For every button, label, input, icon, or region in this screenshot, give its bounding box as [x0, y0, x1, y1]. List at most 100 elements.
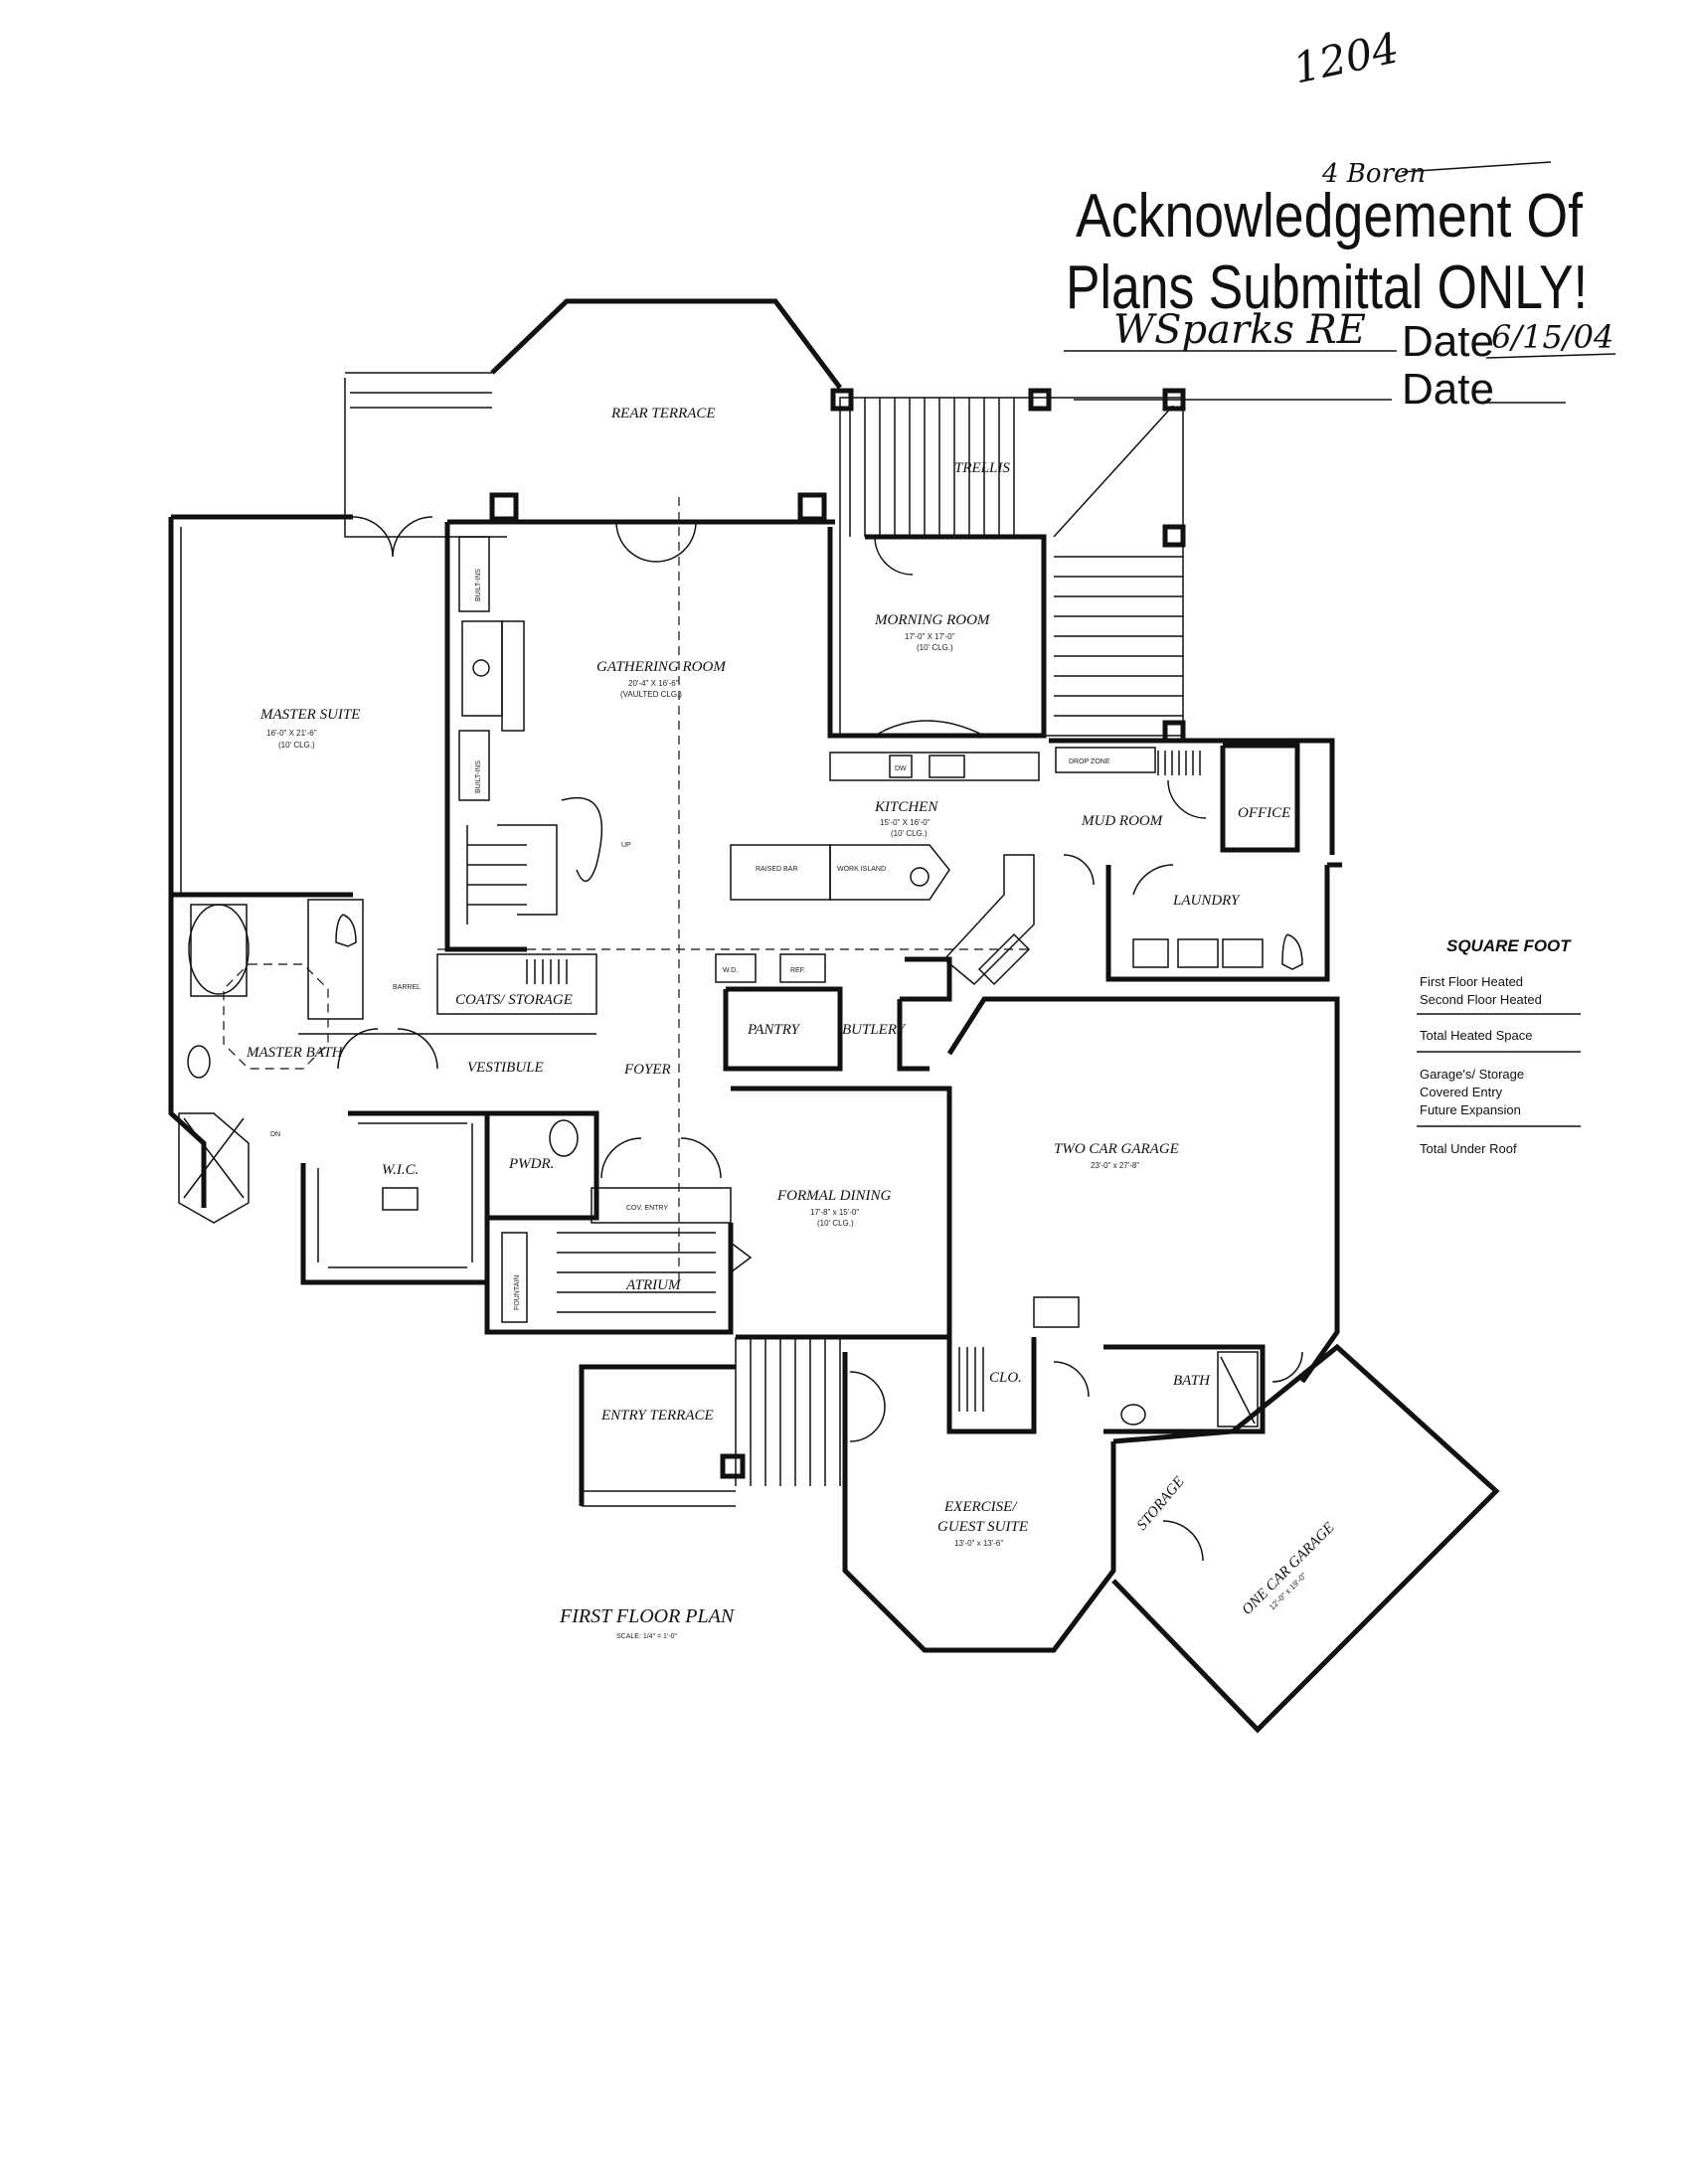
wic-shelving: [317, 1122, 473, 1268]
mud-room-walls: [1049, 738, 1335, 855]
one-car-garage-label: ONE CAR GARAGE: [1240, 1520, 1338, 1618]
sq-garage-storage: Garage's/ Storage: [1420, 1067, 1524, 1082]
foyer-label: FOYER: [623, 1062, 671, 1078]
bathtub: [188, 904, 250, 995]
atrium-steps: [557, 1232, 716, 1313]
plan-title: FIRST FLOOR PLAN: [559, 1605, 736, 1627]
stamp-date-label-2: Date: [1402, 365, 1494, 414]
stairs: [466, 796, 603, 924]
coats-storage-label: COATS/ STORAGE: [455, 992, 573, 1008]
formal-dining-dims: 17'-8" x 15'-0": [810, 1208, 859, 1217]
plan-scale: SCALE: 1/4" = 1'-0": [616, 1633, 677, 1640]
master-bath-label-1: MASTER BATH: [246, 1045, 344, 1061]
stamp-date-label-1: Date: [1402, 317, 1494, 366]
laundry-label: LAUNDRY: [1172, 893, 1241, 909]
wd-label: W.D.: [723, 967, 738, 974]
morning-room-dims: 17'-0" X 17'-0": [905, 632, 955, 641]
master-bath-dome: [223, 963, 329, 1070]
clo-walls: [946, 1337, 1037, 1434]
two-car-garage-walls: [946, 996, 1340, 1384]
wic-island: [382, 1187, 419, 1211]
master-suite-clg: (10' CLG.): [278, 741, 315, 750]
pantry-label: PANTRY: [747, 1022, 801, 1038]
stamp-signature: WSparks RE: [1113, 307, 1366, 353]
raised-bar-label: RAISED BAR: [756, 866, 797, 873]
dryer: [1222, 938, 1264, 968]
ref-label: REF.: [790, 967, 805, 974]
kitchen-counter: [829, 752, 1040, 781]
dn-label: DN: [270, 1131, 280, 1138]
gathering-room-label: GATHERING ROOM: [596, 659, 727, 675]
kitchen-dims: 15'-0" X 16'-0": [880, 818, 931, 827]
two-car-garage-dims: 23'-0" x 27'-8": [1091, 1161, 1139, 1170]
exercise-doors: [849, 1371, 886, 1442]
clo-rod: [958, 1347, 984, 1412]
kitchen-label: KITCHEN: [874, 799, 938, 815]
kitchen-sink: [929, 755, 965, 778]
washer: [1177, 938, 1219, 968]
stamp-line-2: Plans Submittal ONLY!: [1066, 253, 1588, 322]
pantry-walls: [723, 986, 843, 1072]
sq-footage-title: SQUARE FOOT: [1446, 936, 1572, 955]
office-walls: [1220, 743, 1300, 853]
bath-walls: [1103, 1344, 1266, 1434]
coats-rod: [526, 959, 568, 984]
entry-terrace-label: ENTRY TERRACE: [600, 1408, 714, 1424]
powder-label: PWDR.: [508, 1156, 554, 1172]
dw-label: DW: [895, 765, 907, 772]
formal-dining-label: FORMAL DINING: [776, 1188, 891, 1204]
coats-storage-box: [436, 953, 597, 1015]
toilet-laundry: [1281, 933, 1303, 970]
vestibule-label: VESTIBULE: [467, 1060, 544, 1076]
stair-up-label: UP: [621, 842, 631, 849]
builtins-2-label: BUILT-INS: [475, 760, 482, 793]
master-suite-label: MASTER SUITE: [259, 707, 360, 723]
sq-total-heated: Total Heated Space: [1420, 1028, 1532, 1043]
rear-terrace-bay: [490, 298, 843, 390]
gathering-room-doors: [615, 521, 697, 563]
barrel-label: BARREL: [393, 984, 421, 991]
handwritten-number: 1204: [1288, 23, 1403, 92]
master-toilet-closet: [307, 899, 364, 1020]
fountain-box: [501, 1232, 528, 1323]
work-island-label: WORK ISLAND: [837, 866, 886, 873]
two-car-garage-label: TWO CAR GARAGE: [1054, 1141, 1179, 1157]
mud-room-label: MUD ROOM: [1081, 813, 1164, 829]
date-line-1: [1485, 353, 1616, 359]
office-label: OFFICE: [1238, 805, 1290, 821]
gathering-room-clg: (VAULTED CLG.): [620, 690, 682, 699]
sq-future-expansion: Future Expansion: [1420, 1102, 1521, 1117]
sq-covered-entry: Covered Entry: [1420, 1085, 1503, 1099]
fireplace: [461, 620, 503, 717]
morning-room-walls: [827, 527, 1047, 739]
master-suite-wall-left: [168, 517, 353, 898]
cov-entry-label: COV. ENTRY: [626, 1205, 668, 1212]
exercise-dims: 13'-0" x 13'-6": [954, 1539, 1003, 1548]
one-car-garage-walls: [1111, 1343, 1500, 1734]
butlery-label: BUTLERY: [842, 1022, 907, 1038]
morning-room-clg: (10' CLG.): [917, 643, 953, 652]
sq-second-floor: Second Floor Heated: [1420, 992, 1542, 1007]
trellis-frame: [839, 397, 1184, 737]
cov-entry-box: [591, 1187, 732, 1224]
laundry-sink: [1132, 938, 1169, 968]
master-suite-doors: [352, 516, 433, 558]
master-suite-dims: 16'-0" X 21'-6": [266, 729, 317, 738]
formal-dining-clg: (10' CLG.): [817, 1219, 854, 1228]
atrium-walls: [484, 1218, 734, 1335]
stamp-line-1: Acknowledgement Of: [1076, 182, 1584, 251]
sq-total-under-roof: Total Under Roof: [1420, 1141, 1517, 1156]
handwritten-note: 4 Boren: [1321, 159, 1426, 189]
entry-steps: [735, 1337, 841, 1486]
bath-sink: [187, 1045, 211, 1079]
bath-label: BATH: [1173, 1373, 1211, 1389]
trellis-label: TRELLIS: [954, 460, 1010, 476]
fountain-label: FOUNTAIN: [514, 1275, 521, 1310]
morning-room-label: MORNING ROOM: [874, 612, 991, 628]
master-shower: [178, 1112, 250, 1224]
wic-label: W.I.C.: [382, 1162, 419, 1178]
kitchen-range: [942, 854, 1035, 986]
trellis-slats: [849, 398, 1183, 717]
rear-terrace-left: [344, 378, 507, 538]
